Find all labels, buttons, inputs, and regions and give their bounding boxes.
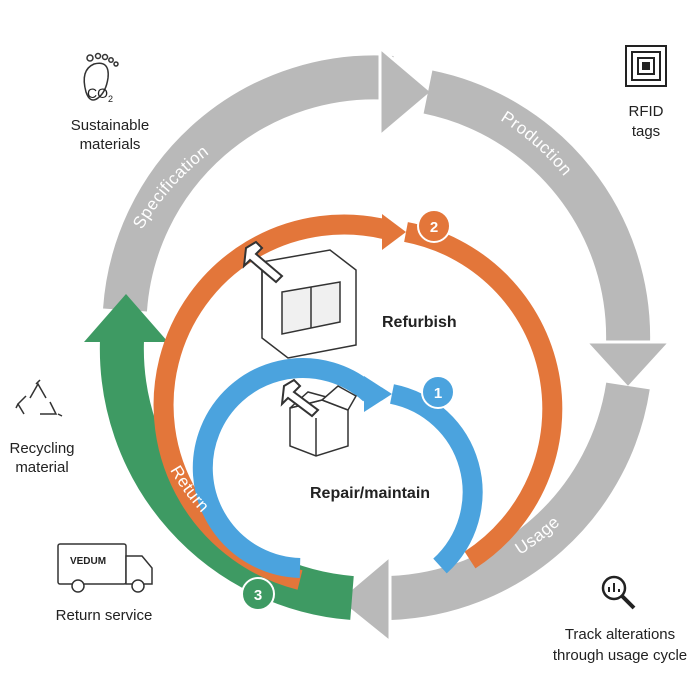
return-arc [84, 294, 354, 620]
badge-1 [421, 375, 455, 409]
rfid-line1: RFID [629, 103, 664, 120]
outer-ring [103, 44, 674, 646]
rfid-line2: tags [632, 123, 660, 140]
sustainable-line1: Sustainable [71, 117, 149, 134]
rfid-icon [625, 45, 667, 87]
search-chart-icon [601, 575, 636, 610]
outer-arrowhead-right [582, 340, 674, 391]
track-line2: through usage cycle [553, 647, 687, 664]
badge-2 [417, 209, 451, 243]
sustainable-line2: materials [80, 136, 141, 153]
cabinet-icon [261, 249, 357, 359]
outer-ring-bottom-arc [388, 382, 650, 620]
outer-ring-right-arc [423, 70, 651, 346]
return-service-label: Return service [56, 607, 153, 624]
badge-3 [241, 577, 275, 611]
wrench-icon [242, 240, 284, 284]
repair-label: Repair/maintain [310, 485, 430, 502]
badge-3-text: 3 [254, 587, 262, 604]
co2-label: CO2 [87, 85, 113, 104]
box-icon [289, 385, 358, 457]
outer-arrowhead-top [378, 44, 435, 140]
truck-brand: VEDUM [70, 556, 106, 567]
badge-2-text: 2 [430, 219, 438, 236]
outer-arrowhead-bottom [335, 552, 392, 646]
repair-wrench-icon [280, 378, 320, 418]
recycling-line1: Recycling [9, 440, 74, 457]
refurbish-label: Refurbish [382, 314, 457, 331]
recycle-icon [15, 379, 63, 417]
outer-ring-arc [103, 55, 394, 312]
repair-ring [192, 358, 483, 578]
return-arrowhead [84, 294, 168, 342]
track-line1: Track alterations [565, 626, 675, 643]
repair-arrowhead [364, 376, 392, 412]
badge-1-text: 1 [434, 385, 442, 402]
refurbish-arrowhead [382, 214, 406, 250]
recycling-line2: material [15, 459, 68, 476]
truck-icon [57, 543, 153, 593]
footprint-icon [83, 52, 119, 101]
